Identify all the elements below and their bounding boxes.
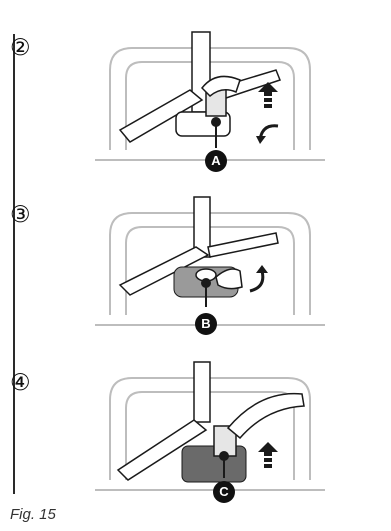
up-arrow-icon [258, 442, 278, 468]
margin-rule [13, 34, 15, 494]
step-number-4: ④ [10, 371, 34, 395]
figure-caption: Fig. 15 [10, 506, 56, 523]
callout-a: A [205, 150, 227, 172]
callout-c: C [213, 481, 235, 503]
hand [228, 394, 304, 438]
illustration-step-4 [90, 360, 330, 520]
spray-arm-right [208, 233, 278, 257]
spray-arm-mast [194, 362, 210, 422]
rotate-arrow-icon [250, 271, 263, 291]
filter-removal-illustration-c [90, 360, 330, 520]
step-number-3: ③ [10, 203, 34, 227]
step-number-2: ② [10, 36, 34, 60]
callout-b: B [195, 313, 217, 335]
